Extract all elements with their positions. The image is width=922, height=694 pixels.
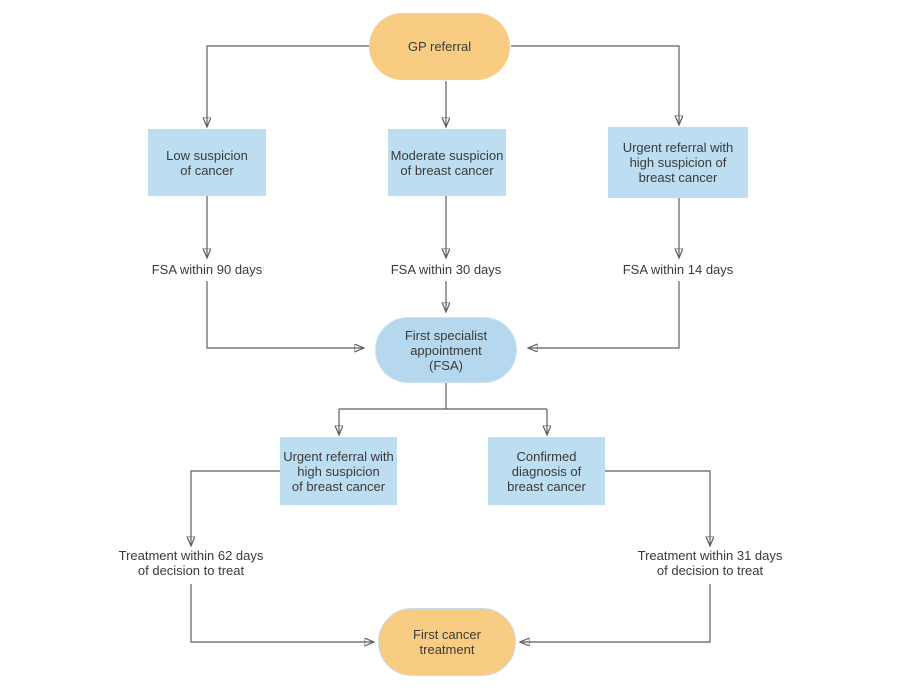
node-urgent-referral-top: Urgent referral with high suspicion of b… bbox=[608, 127, 748, 198]
connector-gp-to-urgent bbox=[511, 45, 679, 124]
node-first-specialist-appointment: First specialist appointment (FSA) bbox=[375, 317, 517, 383]
node-confirmed-diagnosis: Confirmed diagnosis of breast cancer bbox=[488, 437, 605, 505]
node-low-suspicion: Low suspicion of cancer bbox=[148, 129, 266, 196]
connector-confirmed-to-treat31-label bbox=[605, 470, 710, 545]
node-moderate-suspicion: Moderate suspicion of breast cancer bbox=[388, 129, 506, 196]
edge-label-fsa-30-days: FSA within 30 days bbox=[390, 262, 502, 277]
connector-fsa-split-stem bbox=[339, 383, 547, 410]
connector-fsa90-label-to-fsa bbox=[206, 281, 363, 348]
edge-label-treatment-31-days: Treatment within 31 days of decision to … bbox=[637, 548, 783, 578]
connector-gp-to-low bbox=[207, 45, 369, 126]
node-urgent-referral-mid: Urgent referral with high suspicion of b… bbox=[280, 437, 397, 505]
node-first-cancer-treatment: First cancer treatment bbox=[378, 608, 516, 676]
edge-label-fsa-14-days: FSA within 14 days bbox=[622, 262, 734, 277]
connector-urgent2-to-treat62-label bbox=[191, 470, 280, 545]
connector-treat62-label-to-treatment bbox=[190, 584, 373, 642]
connector-treat31-label-to-treatment bbox=[521, 584, 711, 642]
edge-label-treatment-62-days: Treatment within 62 days of decision to … bbox=[118, 548, 264, 578]
edge-label-fsa-90-days: FSA within 90 days bbox=[151, 262, 263, 277]
node-gp-referral: GP referral bbox=[369, 13, 510, 80]
connector-fsa14-label-to-fsa bbox=[529, 281, 680, 348]
